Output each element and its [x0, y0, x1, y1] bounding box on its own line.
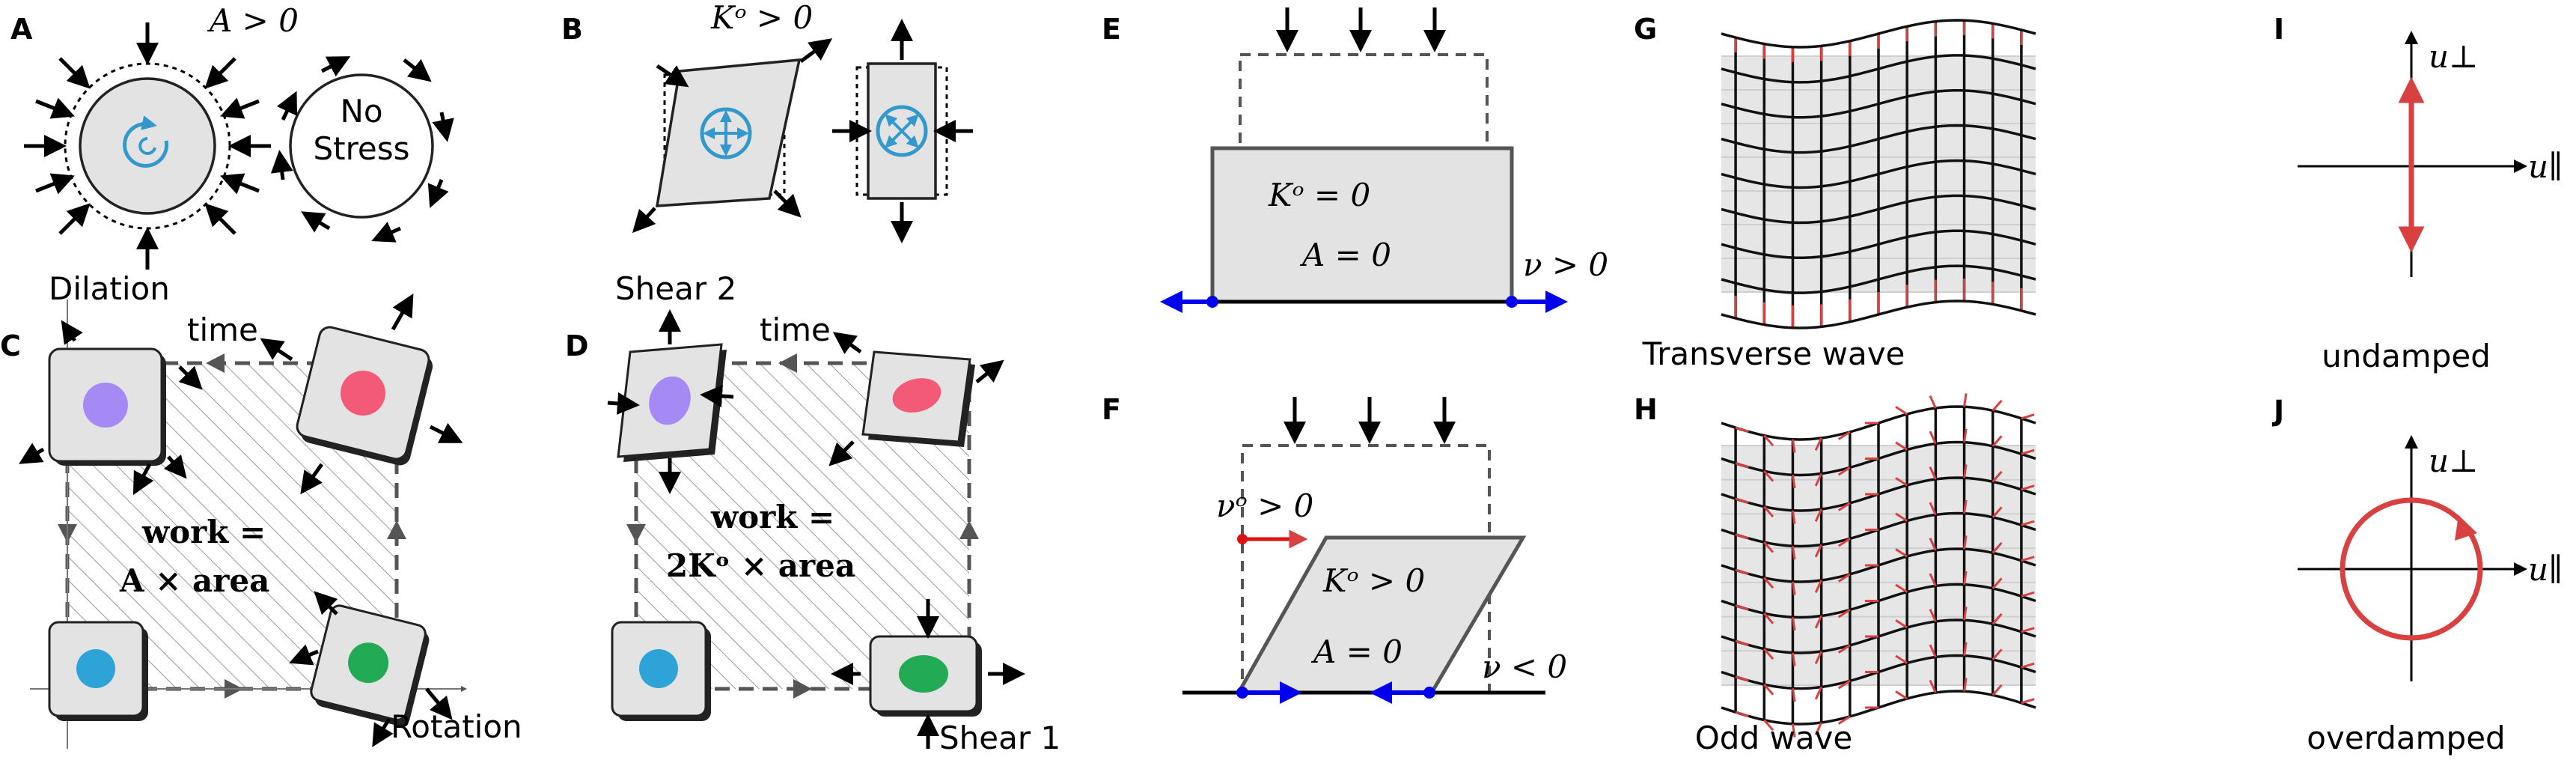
dilation-circle	[79, 77, 216, 215]
panel-label-b: B	[561, 13, 583, 46]
panel-label-g: G	[1634, 13, 1657, 46]
cell-br-d	[869, 635, 982, 717]
panel-d: D Shear 2 time work = 2Kᵒ × area	[565, 270, 1060, 756]
caption-g: Transverse wave	[1642, 335, 1905, 372]
panel-g: G Transverse wave	[1634, 13, 2036, 372]
cell-tl-d	[617, 343, 727, 462]
corner-dot-right-f	[1423, 687, 1435, 699]
corner-dot-left-e	[1206, 296, 1218, 308]
panel-label-e: E	[1102, 13, 1121, 46]
shear-icon-2	[876, 105, 928, 157]
transverse-wave-grid	[1721, 19, 2036, 329]
panel-label-d: D	[565, 329, 589, 362]
dilation-label: Dilation	[49, 270, 170, 307]
inward-force-arrows-a	[24, 22, 271, 270]
panel-label-f: F	[1102, 393, 1121, 426]
cell-br-c	[310, 604, 430, 726]
corner-dot-left-f	[1236, 687, 1248, 699]
ko-label-f: Kᵒ > 0	[1322, 562, 1425, 599]
panel-label-i: I	[2274, 13, 2284, 46]
shear1-label: Shear 1	[939, 720, 1060, 756]
panel-f: F Kᵒ > 0 A = 0 νᵒ > 0 ν < 0	[1102, 393, 1567, 704]
caption-i: undamped	[2322, 338, 2491, 374]
elastic-block-e	[1210, 146, 1514, 304]
force-arrows-b2	[832, 19, 973, 243]
shear-icon-1	[700, 107, 752, 159]
a-label-e: A = 0	[1299, 237, 1391, 273]
cell-bl-d	[611, 621, 711, 721]
cell-bl-c	[48, 621, 148, 721]
cell-tr-d	[861, 350, 975, 447]
work-label-d-1: work =	[710, 499, 834, 535]
time-label-d: time	[760, 311, 831, 348]
work-label-c-2: A × area	[119, 562, 269, 599]
tangential-arrows-a	[270, 56, 454, 243]
compression-arrows-f	[1284, 397, 1456, 444]
time-label-c: time	[187, 311, 258, 348]
odd-wave-grid	[1721, 393, 2036, 738]
panel-j: J u⊥ u∥ overdamped	[2271, 395, 2563, 756]
u-perp-label-i: u⊥	[2429, 38, 2479, 75]
corner-dot-right-e	[1506, 296, 1518, 308]
work-label-c-1: work =	[141, 514, 266, 550]
panel-i: I u⊥ u∥ undamped	[2274, 13, 2563, 374]
panel-e: E Kᵒ = 0 A = 0 ν > 0	[1102, 7, 1608, 313]
caption-h: Odd wave	[1695, 720, 1853, 756]
nu-label-f: ν < 0	[1482, 648, 1567, 685]
no-stress-circle	[289, 73, 434, 219]
work-area-d	[636, 363, 969, 689]
u-par-label-i: u∥	[2528, 148, 2563, 185]
overdamped-arrowhead	[2455, 515, 2477, 541]
condition-b: Kᵒ > 0	[710, 0, 813, 36]
shear2-label: Shear 2	[615, 270, 736, 307]
force-arrows-d	[607, 309, 1025, 749]
nu-label-e: ν > 0	[1523, 246, 1608, 283]
work-label-d-2: 2Kᵒ × area	[666, 547, 855, 584]
a-label-f: A = 0	[1310, 633, 1403, 670]
rotation-label: Rotation	[391, 708, 522, 745]
condition-a: A > 0	[207, 2, 299, 39]
u-perp-label-j: u⊥	[2429, 443, 2479, 479]
overdamped-circle	[2340, 497, 2483, 641]
panel-b: B Kᵒ > 0	[561, 0, 973, 243]
panel-label-c: C	[0, 329, 21, 362]
panel-label-h: H	[1634, 393, 1658, 426]
odd-shear-dot-f	[1237, 534, 1248, 544]
ko-label-e: Kᵒ = 0	[1268, 177, 1370, 213]
panel-label-j: J	[2271, 395, 2284, 428]
nu-odd-label-f: νᵒ > 0	[1216, 487, 1313, 524]
force-arrows-b1	[632, 38, 833, 234]
panel-c: C Dilation time work = A × area	[0, 270, 522, 749]
cycle-arrowheads-d	[626, 353, 979, 699]
force-arrows-c	[19, 293, 463, 747]
no-stress-label-2: Stress	[313, 130, 409, 167]
cell-tl-c	[48, 347, 166, 466]
u-par-label-j: u∥	[2528, 551, 2563, 588]
panel-a: A A > 0 No Stress	[10, 2, 454, 270]
reference-box-e	[1239, 53, 1489, 150]
no-stress-label-1: No	[340, 93, 382, 130]
caption-j: overdamped	[2307, 720, 2505, 756]
cell-tr-c	[296, 326, 433, 466]
panel-label-a: A	[10, 13, 33, 46]
compression-arrows-e	[1276, 7, 1446, 52]
panel-h: H Odd wave	[1634, 393, 2036, 756]
rotation-icon	[123, 115, 169, 168]
